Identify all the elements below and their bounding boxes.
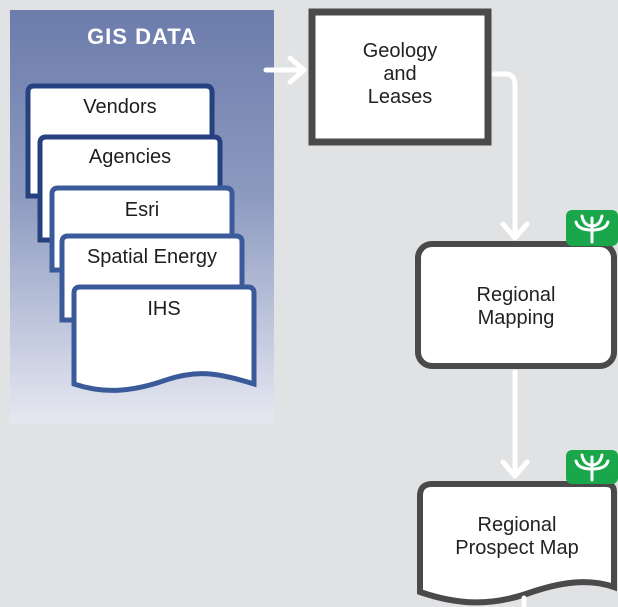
arrow-icon: [263, 55, 307, 85]
geology-leases-label: Geology and Leases: [312, 40, 488, 109]
source-label-vendors: Vendors: [83, 96, 157, 118]
arrow-icon: [491, 71, 530, 241]
geology-leases-line-3: Leases: [367, 86, 433, 108]
source-label-agencies: Agencies: [88, 146, 172, 168]
regional-prospect-map-label: Regional Prospect Map: [420, 514, 614, 560]
geology-leases-line-1: Geology: [362, 40, 438, 62]
source-label-spatial-energy: Spatial Energy: [86, 246, 218, 268]
regional-mapping-label: Regional Mapping: [418, 284, 614, 330]
source-label-ihs: IHS: [147, 298, 181, 320]
arrow-icon: [500, 369, 530, 479]
regional-prospect-map-box: [417, 481, 617, 606]
regional-mapping-box: [415, 241, 617, 369]
regional-prospect-map-line-2: Prospect Map: [455, 537, 579, 559]
geology-leases-line-2: and: [383, 63, 417, 85]
trident-badge-icon: [566, 450, 618, 484]
regional-mapping-line-2: Mapping: [477, 307, 555, 329]
source-label-esri: Esri: [124, 199, 160, 221]
gis-data-title: GIS DATA: [87, 24, 197, 49]
source-card-ihs: [71, 284, 257, 393]
regional-mapping-line-1: Regional: [476, 284, 556, 306]
geology-leases-box: [308, 8, 492, 146]
trident-badge-icon: [566, 210, 618, 246]
regional-prospect-map-line-1: Regional: [477, 514, 557, 536]
